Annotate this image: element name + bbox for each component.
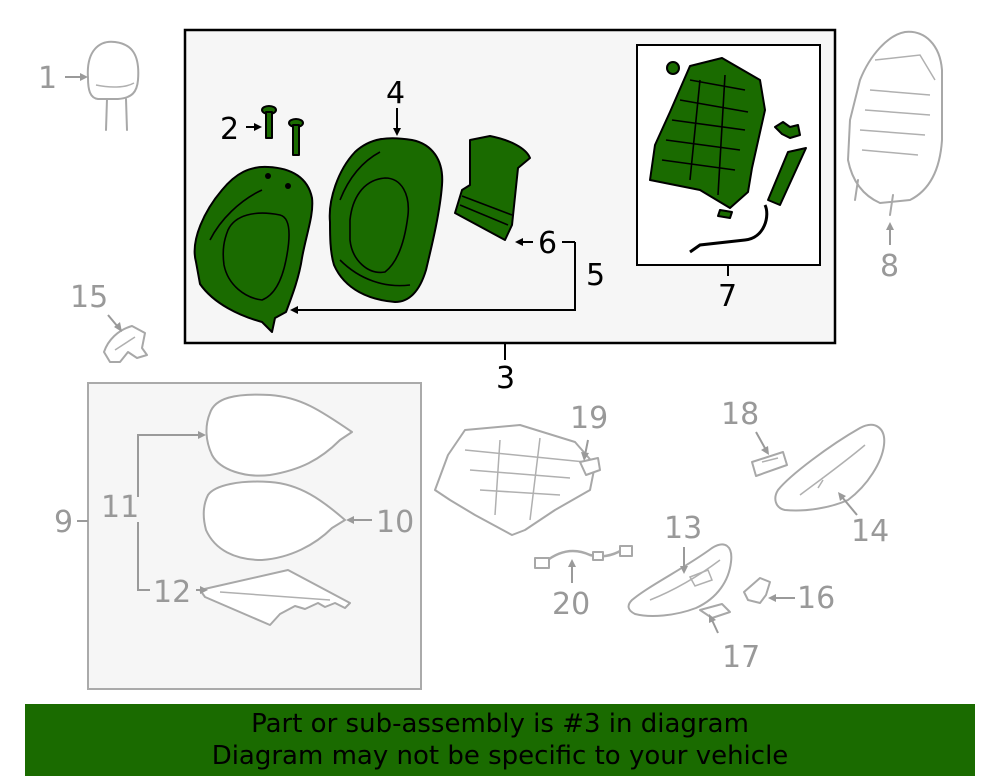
cushion-cover-part[interactable] (205, 393, 353, 477)
part-label-9[interactable]: 9 (54, 505, 73, 540)
seat-back-cover-part[interactable] (328, 137, 444, 303)
part-label-8[interactable]: 8 (880, 249, 899, 284)
part-label-18[interactable]: 18 (721, 397, 759, 432)
part-labels: 1 2 3 4 5 6 7 8 9 10 11 12 13 14 15 16 1… (38, 61, 899, 675)
cushion-pad-part[interactable] (202, 480, 346, 561)
side-cover-left-part[interactable] (627, 543, 733, 617)
banner-line-1: Part or sub-assembly is #3 in diagram (251, 709, 749, 739)
bolt-part[interactable] (261, 105, 304, 156)
seat-back-rear-cover-part[interactable] (193, 165, 314, 333)
seat-back-frame-part[interactable] (649, 57, 807, 254)
part-label-16[interactable]: 16 (797, 581, 835, 616)
part-label-14[interactable]: 14 (851, 514, 889, 549)
back-panel-part[interactable] (454, 135, 531, 241)
bracket-part[interactable] (103, 325, 148, 363)
part-label-1[interactable]: 1 (38, 61, 57, 96)
frame-outline-part[interactable] (847, 30, 943, 216)
part-label-11[interactable]: 11 (101, 490, 139, 525)
part-label-20[interactable]: 20 (552, 587, 590, 622)
part-label-12[interactable]: 12 (153, 575, 191, 610)
headrest-part[interactable] (86, 40, 140, 131)
part-label-2[interactable]: 2 (220, 112, 239, 147)
seat-track-part[interactable] (434, 424, 601, 536)
part-label-6[interactable]: 6 (538, 226, 557, 261)
banner-line-2: Diagram may not be specific to your vehi… (211, 741, 789, 771)
wire-harness-part[interactable] (534, 545, 633, 569)
part-label-19[interactable]: 19 (570, 401, 608, 436)
part-label-15[interactable]: 15 (70, 280, 108, 315)
leader-lines-dark (246, 108, 729, 360)
part-label-5[interactable]: 5 (586, 258, 605, 293)
part-label-13[interactable]: 13 (664, 511, 702, 546)
lever-part[interactable] (699, 603, 731, 619)
clip-part[interactable] (743, 577, 771, 604)
side-cover-right-part[interactable] (774, 423, 886, 512)
part-label-7[interactable]: 7 (718, 279, 737, 314)
part-label-17[interactable]: 17 (722, 640, 760, 675)
cushion-mat-part[interactable] (199, 569, 351, 626)
info-banner: Part or sub-assembly is #3 in diagram Di… (25, 704, 975, 776)
part-label-3[interactable]: 3 (496, 361, 515, 396)
leader-lines-grey (65, 73, 894, 634)
part-label-4[interactable]: 4 (386, 76, 405, 111)
switch-part[interactable] (751, 451, 788, 477)
part-label-10[interactable]: 10 (376, 505, 414, 540)
